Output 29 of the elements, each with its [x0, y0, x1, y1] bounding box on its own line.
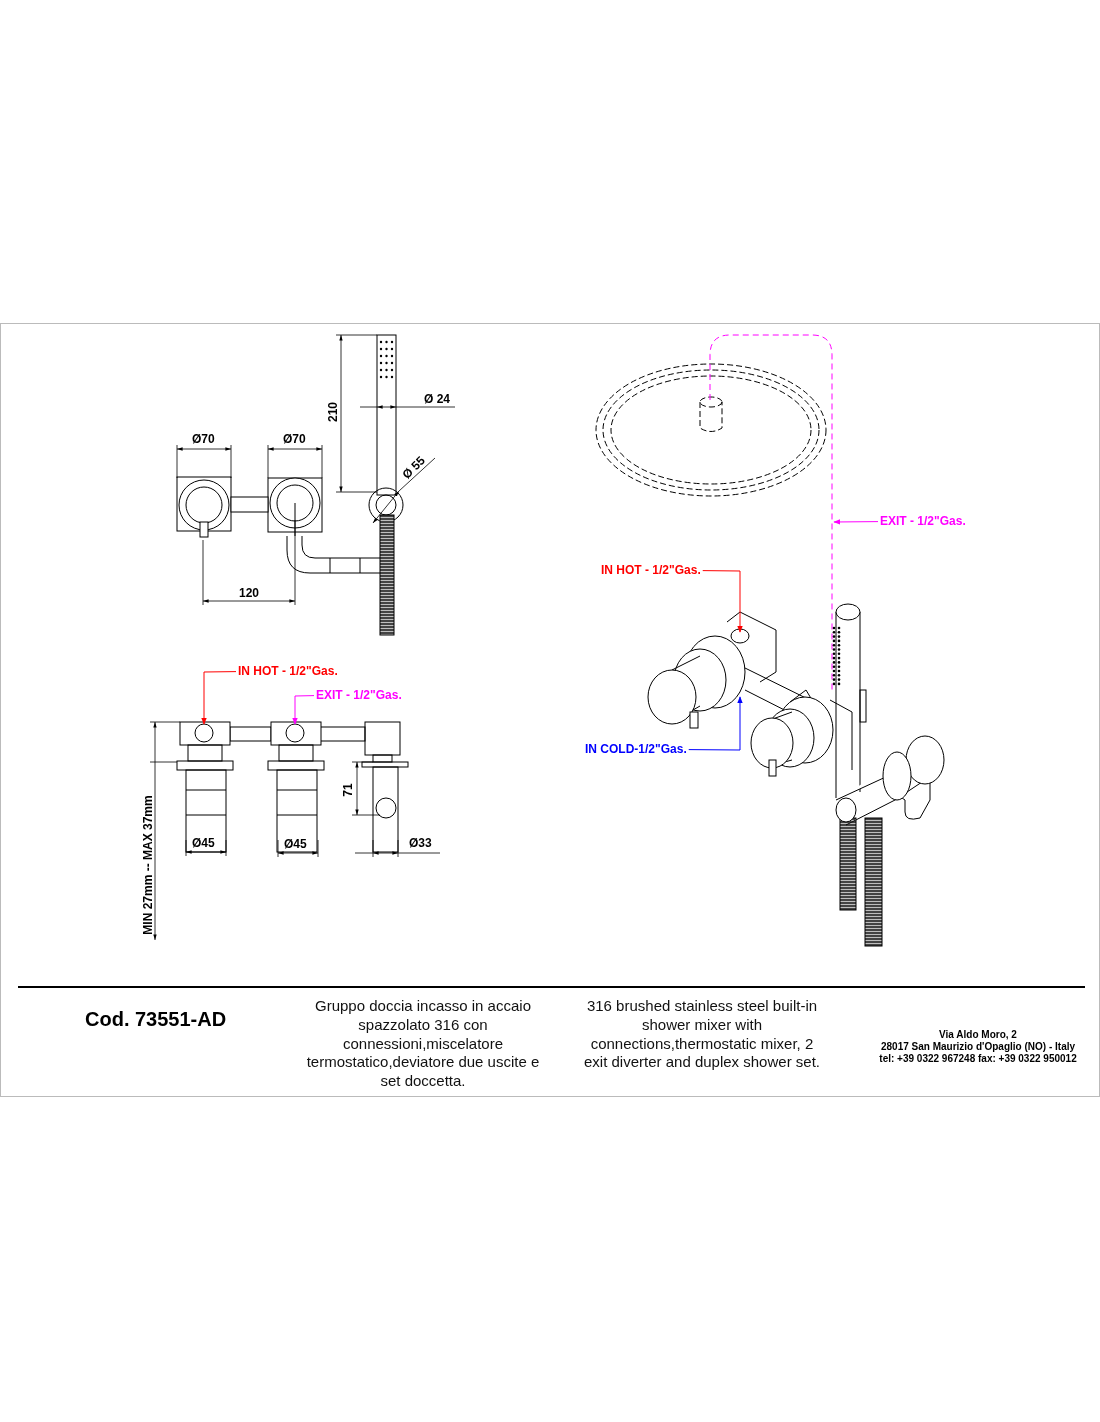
callout-label: IN HOT - 1/2"Gas.: [238, 665, 338, 679]
leader-line: [702, 570, 743, 633]
port-opening: [285, 723, 305, 743]
dimension-label: Ø 24: [424, 393, 450, 407]
leader-line: [292, 695, 315, 725]
callout-label: IN COLD-1/2"Gas.: [585, 743, 687, 757]
address-text: Via Aldo Moro, 2: [939, 1029, 1017, 1040]
dimension-label: 210: [327, 402, 341, 422]
dimension-label: Ø33: [409, 837, 432, 851]
dimension-label: 120: [239, 587, 260, 601]
callout-label: IN HOT - 1/2"Gas.: [601, 564, 701, 578]
dimension-label: Ø70: [283, 433, 306, 447]
dimension-label: Ø45: [192, 837, 215, 851]
address-text: 28017 San Maurizio d'Opaglio (NO) - Italy: [880, 1041, 1076, 1052]
dimension-label: MIN 27mm -- MAX 37mm: [142, 795, 156, 935]
dimension-label: Ø 55: [400, 454, 428, 482]
dimension-label: 71: [342, 783, 356, 797]
port-opening: [194, 723, 214, 743]
description-text: Gruppo doccia incasso in accaio spazzolato 316 con connessioni,miscelatore termostatico,deviatore due uscite e set doccetta.: [305, 997, 541, 1091]
leader-line: [201, 671, 237, 725]
description-text: 316 brushed stainless steel built-in shower mixer with connections,thermostatic mixer, 2 exit diverter and duplex shower set.: [583, 997, 821, 1072]
contact-text: tel: +39 0322 967248 fax: +39 0322 950012: [879, 1053, 1077, 1064]
leader-line: [688, 696, 743, 751]
dimension-label: Ø45: [284, 838, 307, 852]
callout-label: EXIT - 1/2"Gas.: [880, 515, 966, 529]
leader-line: [833, 519, 879, 525]
callout-label: EXIT - 1/2"Gas.: [316, 689, 402, 703]
product-code: Cod. 73551-AD: [85, 1008, 227, 1030]
dimension-label: Ø70: [192, 433, 215, 447]
